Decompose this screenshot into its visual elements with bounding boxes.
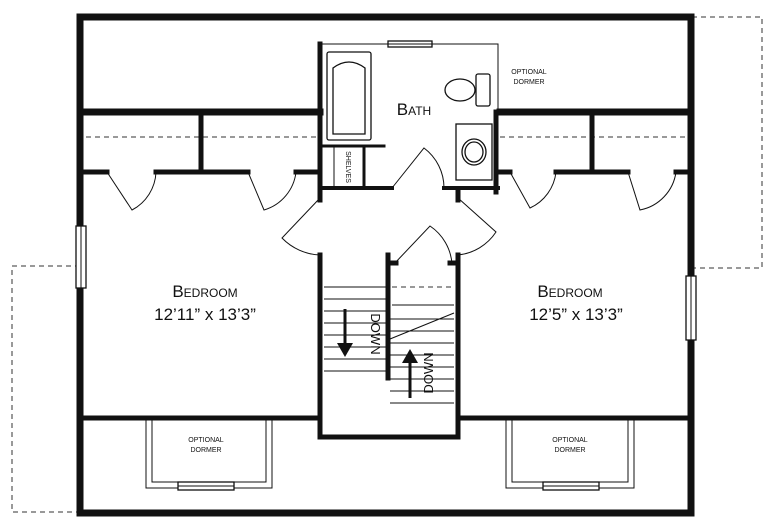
stair-treads (324, 286, 454, 404)
bathroom-window (387, 40, 433, 48)
dormer-label-right-line1: OPTIONAL (552, 437, 588, 444)
window-left (75, 225, 87, 289)
room-label-bedroom-left: Bedroom (172, 282, 237, 301)
stair-label-down-left: DOWN (368, 313, 383, 354)
dormer-bottom-right (505, 420, 635, 491)
stair-arrow-down-left (337, 309, 353, 357)
room-label-bedroom-right: Bedroom (537, 282, 602, 301)
toilet (444, 73, 491, 107)
stair-label-down-right: DOWN (421, 352, 436, 393)
stair-arrow-up-right (402, 349, 418, 398)
room-label-bath: Bath (397, 100, 431, 119)
dormer-label-top-line1: OPTIONAL (511, 69, 547, 76)
bathroom-walls (317, 41, 500, 203)
shelves-label: SHELVES (344, 151, 351, 183)
window-right (685, 275, 697, 341)
dormer-outline-right (692, 16, 763, 269)
bathtub (326, 51, 372, 141)
dormer-bottom-left (145, 420, 273, 491)
dormer-label-top-line2: DORMER (513, 79, 544, 86)
bath-door-swing (391, 147, 445, 189)
sink-vanity (455, 123, 493, 181)
hall-door-swings (281, 189, 497, 265)
room-size-bedroom-left: 12’11” x 13’3” (154, 305, 256, 324)
room-size-bedroom-right: 12’5” x 13’3” (529, 305, 623, 324)
knee-walls (76, 108, 695, 175)
dormer-label-left-line1: OPTIONAL (188, 437, 224, 444)
closet-door-swings (106, 171, 677, 211)
stair-enclosure (317, 252, 461, 440)
dormer-label-right-line2: DORMER (554, 447, 585, 454)
dormer-label-left-line2: DORMER (190, 447, 221, 454)
dormer-outline-left (11, 265, 80, 513)
